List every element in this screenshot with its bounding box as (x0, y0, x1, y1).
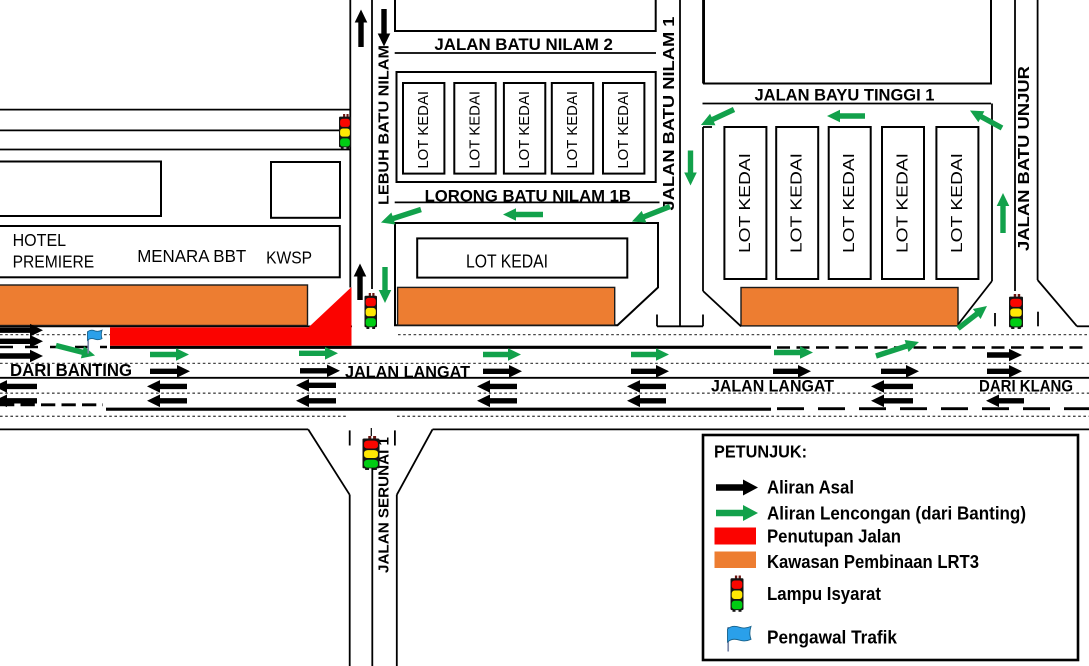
svg-text:Aliran Asal: Aliran Asal (767, 477, 854, 497)
svg-text:JALAN LANGAT: JALAN LANGAT (711, 377, 835, 396)
svg-text:MENARA BBT: MENARA BBT (137, 246, 246, 266)
svg-text:JALAN BATU NILAM 2: JALAN BATU NILAM 2 (434, 36, 613, 54)
svg-text:LOT KEDAI: LOT KEDAI (737, 153, 754, 253)
svg-text:LOT KEDAI: LOT KEDAI (615, 91, 632, 169)
svg-text:JALAN BATU UNJUR: JALAN BATU UNJUR (1016, 66, 1033, 251)
svg-text:LOT KEDAI: LOT KEDAI (841, 153, 858, 253)
svg-text:PETUNJUK:: PETUNJUK: (714, 441, 807, 461)
svg-text:KWSP: KWSP (266, 248, 312, 268)
svg-text:LOT KEDAI: LOT KEDAI (949, 153, 966, 253)
svg-text:DARI KLANG: DARI KLANG (979, 377, 1073, 396)
svg-text:Kawasan Pembinaan LRT3: Kawasan Pembinaan LRT3 (767, 552, 979, 572)
svg-text:LOT KEDAI: LOT KEDAI (516, 91, 533, 169)
svg-text:LOT KEDAI: LOT KEDAI (895, 153, 912, 253)
svg-text:JALAN LANGAT: JALAN LANGAT (345, 363, 470, 381)
svg-text:Aliran Lencongan (dari Banting: Aliran Lencongan (dari Banting) (767, 503, 1026, 523)
svg-text:Pengawal Trafik: Pengawal Trafik (767, 627, 898, 647)
svg-text:LEBUH BATU NILAM: LEBUH BATU NILAM (376, 45, 393, 205)
svg-text:JALAN BAYU TINGGI 1: JALAN BAYU TINGGI 1 (755, 86, 935, 104)
svg-text:JALAN BATU NILAM 1: JALAN BATU NILAM 1 (661, 16, 678, 210)
svg-text:DARI BANTING: DARI BANTING (10, 360, 132, 380)
svg-text:PREMIERE: PREMIERE (13, 252, 95, 272)
svg-text:LORONG BATU NILAM 1B: LORONG BATU NILAM 1B (425, 187, 631, 205)
svg-text:HOTEL: HOTEL (13, 230, 67, 250)
svg-text:LOT KEDAI: LOT KEDAI (789, 153, 806, 253)
svg-text:JALAN SERUNAI 1: JALAN SERUNAI 1 (377, 437, 393, 573)
svg-text:LOT KEDAI: LOT KEDAI (564, 91, 581, 169)
svg-text:LOT KEDAI: LOT KEDAI (415, 91, 432, 169)
svg-text:Penutupan Jalan: Penutupan Jalan (767, 527, 901, 547)
svg-text:LOT KEDAI: LOT KEDAI (466, 251, 548, 272)
svg-text:LOT KEDAI: LOT KEDAI (467, 91, 484, 169)
svg-text:Lampu Isyarat: Lampu Isyarat (767, 584, 881, 604)
